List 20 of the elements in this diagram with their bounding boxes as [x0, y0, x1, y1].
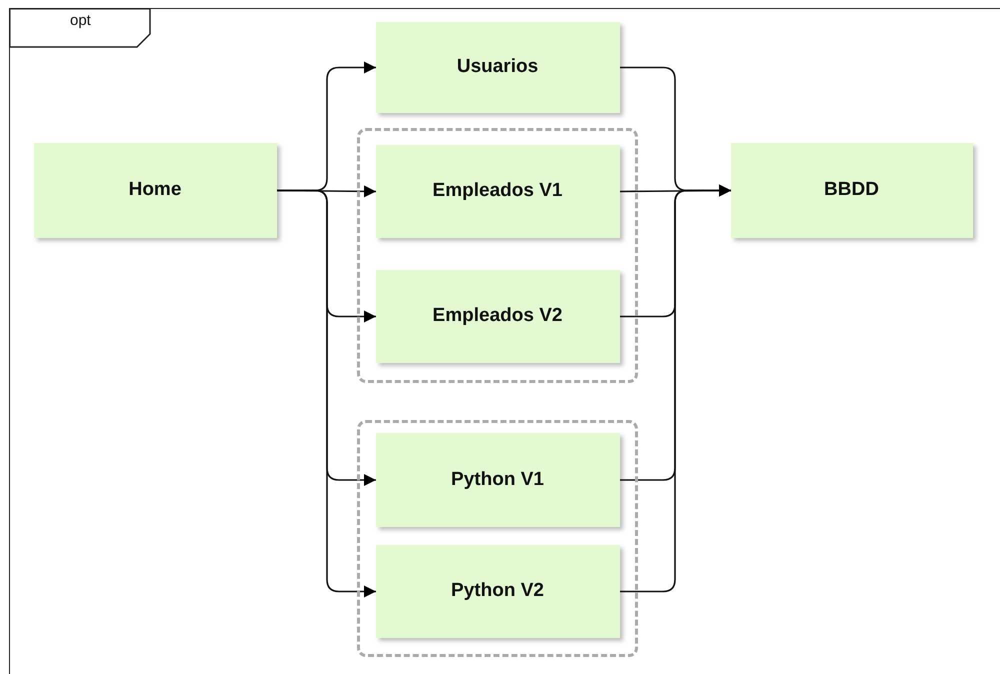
box-label: BBDD — [824, 179, 879, 201]
process-box — [34, 142, 276, 238]
process-box — [730, 142, 972, 238]
arrow — [620, 184, 731, 592]
fragment-label: opt — [70, 12, 91, 29]
fragment-frame — [9, 8, 1000, 674]
process-box — [376, 144, 620, 238]
process-box — [376, 544, 620, 638]
box-label: Python V2 — [451, 580, 544, 602]
box-label: Usuarios — [456, 56, 538, 78]
box-label: Python V1 — [451, 468, 544, 490]
dashed-group-box — [356, 420, 638, 656]
box-label: Empleados V2 — [432, 305, 562, 327]
arrow — [277, 190, 376, 598]
dashed-group-box — [356, 128, 638, 382]
box-label: Empleados V1 — [432, 180, 562, 202]
process-box — [376, 270, 620, 362]
process-box — [376, 432, 620, 526]
box-label: Home — [128, 179, 182, 201]
process-box — [376, 22, 620, 112]
